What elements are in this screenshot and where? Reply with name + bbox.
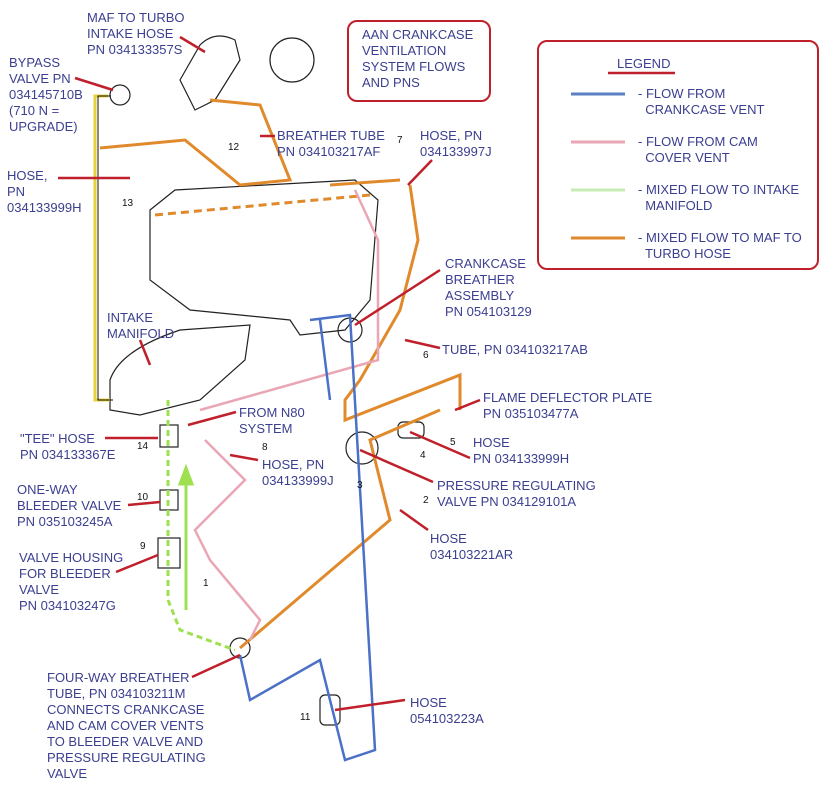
part-number: 9 bbox=[140, 541, 146, 552]
part-number: 5 bbox=[450, 437, 456, 448]
label-intake-manifold: INTAKE MANIFOLD bbox=[107, 310, 175, 341]
label-bleeder-valve: ONE-WAY BLEEDER VALVE PN 035103245A bbox=[17, 482, 122, 529]
label-n80: FROM N80 SYSTEM bbox=[239, 405, 305, 436]
blue-flow bbox=[238, 313, 377, 762]
label-hose-2: HOSE 034103221AR bbox=[430, 531, 514, 562]
label-pressure-valve: PRESSURE REGULATING VALVE PN 034129101A bbox=[437, 478, 596, 509]
cylinder-head bbox=[149, 179, 379, 336]
label-valve-housing: VALVE HOUSING FOR BLEEDER VALVE PN 03410… bbox=[19, 550, 124, 613]
pink-flow bbox=[193, 189, 380, 641]
legend-item: - FLOW FROM CAM COVER VENT bbox=[638, 134, 758, 165]
title-box bbox=[347, 20, 491, 102]
part-number: 7 bbox=[397, 135, 403, 146]
bypass-line bbox=[93, 94, 110, 402]
part-number: 13 bbox=[122, 198, 134, 209]
label-tee-hose: "TEE" HOSE PN 034133367E bbox=[20, 431, 116, 462]
pointer-lines bbox=[58, 35, 675, 712]
legend-heading: LEGEND bbox=[617, 56, 671, 71]
valve-housing bbox=[157, 537, 181, 569]
legend-item: - FLOW FROM CRANKCASE VENT bbox=[638, 86, 765, 117]
legend-item: - MIXED FLOW TO INTAKE MANIFOLD bbox=[638, 182, 800, 213]
part-number: 1 bbox=[203, 578, 209, 589]
legend-item: - MIXED FLOW TO MAF TO TURBO HOSE bbox=[638, 230, 802, 261]
green-flow bbox=[166, 400, 236, 652]
label-four-way-tube: FOUR-WAY BREATHER TUBE, PN 034103211M CO… bbox=[47, 670, 206, 781]
part-number: 2 bbox=[423, 495, 429, 506]
label-breather-tube: BREATHER TUBE PN 034103217AF bbox=[277, 128, 385, 159]
legend-swatches bbox=[571, 92, 625, 240]
label-hose-13: HOSE, PN 034133999H bbox=[7, 168, 82, 215]
label-bypass-valve: BYPASS VALVE PN 034145710B (710 N = UPGR… bbox=[9, 55, 83, 134]
label-hose-4: HOSE PN 034133999H bbox=[473, 435, 570, 466]
label-hose-7: HOSE, PN 034133997J bbox=[420, 128, 492, 159]
label-hose-8: HOSE, PN 034133999J bbox=[262, 457, 334, 488]
legend-box bbox=[537, 40, 819, 270]
label-hose-11: HOSE 054103223A bbox=[410, 695, 484, 726]
diagram-title: AAN CRANKCASE VENTILATION SYSTEM FLOWS A… bbox=[362, 27, 474, 90]
part-number: 12 bbox=[228, 142, 240, 153]
part-number: 11 bbox=[300, 712, 311, 723]
part-number: 4 bbox=[420, 450, 426, 461]
maf-hose bbox=[179, 35, 241, 111]
intake-manifold bbox=[109, 324, 251, 416]
part-number: 8 bbox=[262, 442, 268, 453]
label-flame-deflector: FLAME DEFLECTOR PLATE PN 035103477A bbox=[483, 390, 653, 421]
label-tube-6: TUBE, PN 034103217AB bbox=[442, 342, 588, 357]
part-number: 10 bbox=[137, 492, 149, 503]
part-number: 14 bbox=[137, 441, 149, 452]
orange-flow bbox=[99, 98, 462, 650]
label-crankcase-breather: CRANKCASE BREATHER ASSEMBLY PN 054103129 bbox=[445, 256, 532, 319]
part-number: 6 bbox=[423, 350, 429, 361]
bypass-valve bbox=[109, 84, 131, 106]
part-number: 3 bbox=[357, 480, 363, 491]
pressure-regulating-valve bbox=[345, 431, 379, 465]
turbo bbox=[269, 37, 315, 83]
label-maf-hose: MAF TO TURBO INTAKE HOSE PN 034133357S bbox=[87, 10, 185, 57]
